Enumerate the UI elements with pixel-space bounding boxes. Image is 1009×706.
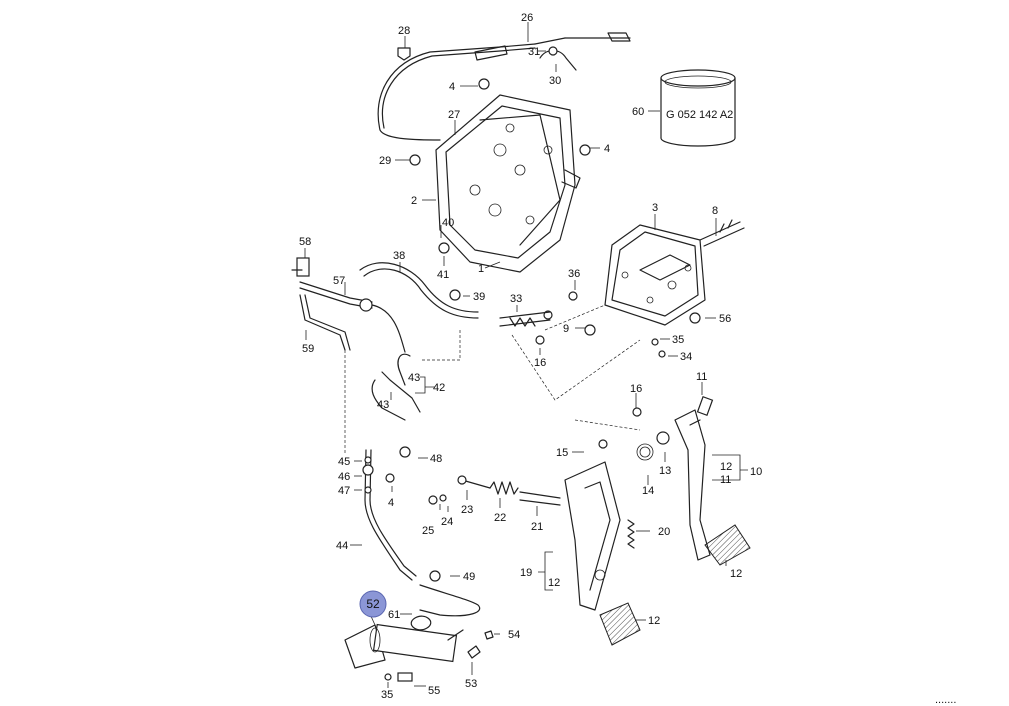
clip-61	[410, 615, 432, 631]
label-56: 56	[719, 313, 731, 325]
brake-pad-12	[704, 524, 751, 566]
label-9: 9	[563, 323, 569, 335]
label-16a: 16	[630, 383, 642, 395]
label-38: 38	[393, 250, 405, 262]
label-44: 44	[336, 540, 348, 552]
label-55: 55	[428, 685, 440, 697]
pedal-pad-12	[599, 602, 641, 646]
label-3: 3	[652, 202, 658, 214]
ring-marking: G 052 142 A2	[666, 109, 733, 121]
spring-22	[489, 481, 519, 495]
pedal-bracket-1	[435, 94, 581, 273]
label-11b: 11	[720, 474, 731, 486]
label-1: 1	[478, 263, 484, 275]
label-28: 28	[398, 25, 410, 37]
label-42: 42	[433, 382, 445, 394]
shaft-8	[699, 219, 745, 247]
label-23: 23	[461, 504, 473, 516]
label-33: 33	[510, 293, 522, 305]
label-14: 14	[642, 485, 654, 497]
brake-pedal-10	[674, 409, 711, 561]
label-29: 29	[379, 155, 391, 167]
label-60: 60	[632, 106, 644, 118]
clutch-pedal-19	[564, 461, 621, 611]
label-57: 57	[333, 275, 345, 287]
label-53: 53	[465, 678, 477, 690]
label-24: 24	[441, 516, 453, 528]
label-22: 22	[494, 512, 506, 524]
pushrod-21	[519, 491, 561, 506]
label-61: 61	[388, 609, 400, 621]
label-15: 15	[556, 447, 568, 459]
label-12d: 12	[730, 568, 742, 580]
label-2: 2	[411, 195, 417, 207]
reference-lines	[344, 304, 641, 455]
label-39: 39	[473, 291, 485, 303]
label-35b: 35	[381, 689, 393, 701]
label-26: 26	[521, 12, 533, 24]
label-13: 13	[659, 465, 671, 477]
label-43b: 43	[377, 399, 389, 411]
leader-lines	[304, 22, 748, 688]
label-59: 59	[302, 343, 314, 355]
label-16b: 16	[534, 357, 546, 369]
hose-38	[359, 262, 479, 319]
label-43a: 43	[408, 372, 420, 384]
ring-60: G 052 142 A2	[660, 69, 736, 147]
spring-13	[636, 431, 670, 461]
label-11a: 11	[696, 371, 707, 383]
bolt-55	[384, 672, 413, 682]
clip-28	[397, 47, 411, 61]
pipe-43-42	[371, 353, 421, 421]
label-4a: 4	[449, 81, 455, 93]
label-31: 31	[528, 46, 540, 58]
label-34: 34	[680, 351, 692, 363]
label-36: 36	[568, 268, 580, 280]
pipe-57	[299, 281, 406, 353]
fasteners	[362, 78, 701, 582]
label-47: 47	[338, 485, 350, 497]
label-54: 54	[508, 629, 520, 641]
label-46: 46	[338, 471, 350, 483]
footer-mark: .......	[935, 694, 956, 706]
part-labels: 1 2 3 4 4 4 8 9 10 11 11 12 12 12 12 12 …	[299, 12, 762, 701]
label-20: 20	[658, 526, 670, 538]
pipe-44	[364, 449, 417, 581]
label-12b: 12	[548, 577, 560, 589]
label-19: 19	[520, 567, 532, 579]
pin-11	[696, 396, 714, 416]
label-48: 48	[430, 453, 442, 465]
spring-20	[627, 519, 635, 549]
label-58: 58	[299, 236, 311, 248]
highlight-bubble[interactable]	[359, 590, 387, 618]
label-21: 21	[531, 521, 543, 533]
label-4b: 4	[604, 143, 610, 155]
highlight-label: 52	[366, 597, 380, 611]
label-41: 41	[437, 269, 449, 281]
fitting-58	[291, 257, 310, 277]
label-12a: 12	[720, 461, 732, 473]
label-25: 25	[422, 525, 434, 537]
label-8: 8	[712, 205, 718, 217]
pipe-59	[299, 294, 351, 351]
label-27: 27	[448, 109, 460, 121]
rod-23	[457, 475, 491, 489]
label-12c: 12	[648, 615, 660, 627]
label-4c: 4	[388, 497, 394, 509]
master-cylinder-52	[344, 623, 464, 669]
accelerator-cable-26	[377, 32, 631, 141]
highlight-callout-52[interactable]: 52	[359, 590, 387, 618]
label-40: 40	[442, 217, 454, 229]
bleeder-53-54	[467, 630, 494, 659]
pipe-61	[419, 584, 481, 617]
label-45: 45	[338, 456, 350, 468]
label-30: 30	[549, 75, 561, 87]
label-49: 49	[463, 571, 475, 583]
label-35a: 35	[672, 334, 684, 346]
bracket-3	[604, 224, 706, 326]
label-10: 10	[750, 466, 762, 478]
